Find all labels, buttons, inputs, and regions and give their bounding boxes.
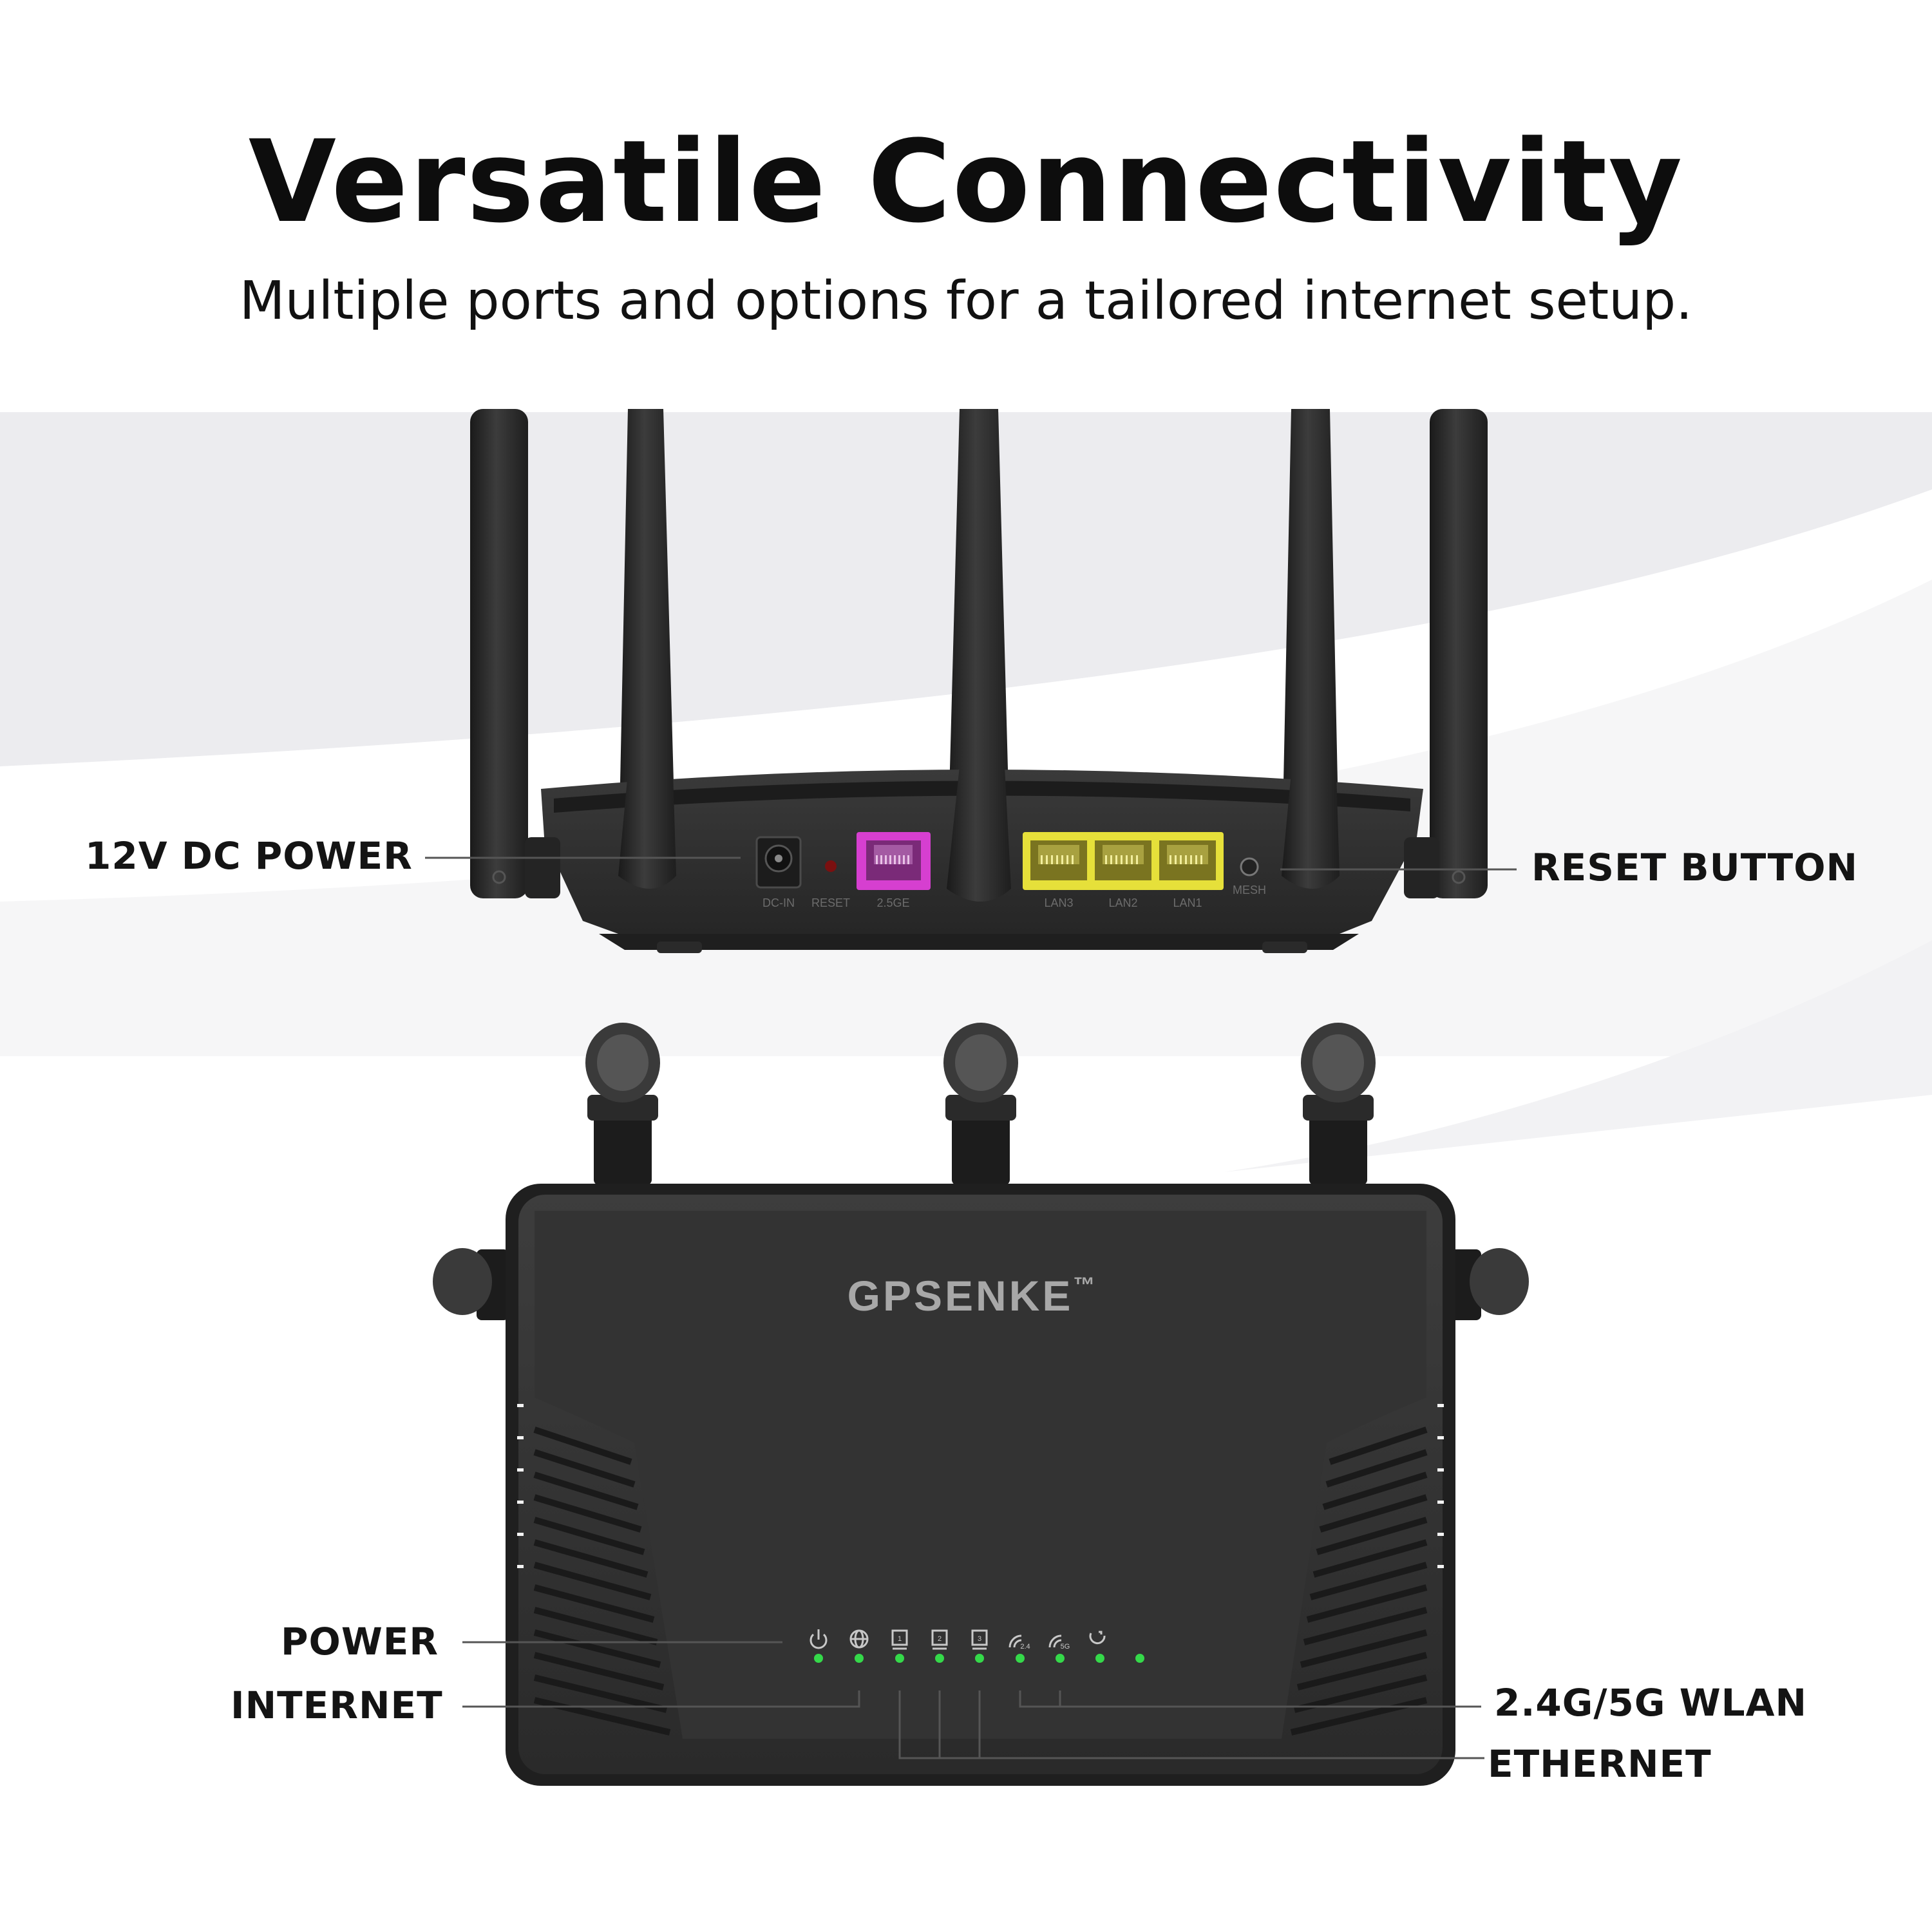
brand-logo: GPSENKE™ [848, 1272, 1098, 1320]
led-power [814, 1654, 823, 1663]
router-back-view: DC-IN RESET 2.5GE [470, 409, 1488, 953]
antenna-hinge [943, 1023, 1018, 1185]
wifi-24-icon [1009, 1634, 1022, 1648]
callout-internet: INTERNET [231, 1683, 443, 1727]
wifi-5g-label: 5G [1061, 1643, 1070, 1651]
antenna [1282, 409, 1340, 889]
mesh-button [1240, 857, 1259, 876]
led-lan-3 [975, 1654, 984, 1663]
antenna-hinge [1449, 1248, 1529, 1320]
reset-pinhole [825, 860, 837, 872]
dc-in-label: DC-IN [762, 896, 795, 909]
wifi-24-label: 2.4 [1020, 1643, 1030, 1651]
lan-3-icon-label: 3 [978, 1635, 981, 1643]
lan3-port [1030, 840, 1087, 880]
led-wifi-24 [1016, 1654, 1025, 1663]
led-extra [1135, 1654, 1144, 1663]
leader-wlan [1019, 1690, 1481, 1708]
antenna-hinge [433, 1248, 509, 1320]
lan-2-icon-label: 2 [938, 1635, 942, 1643]
antenna [618, 409, 676, 889]
vent-grille-right [1290, 1426, 1428, 1736]
lan-1-icon [891, 1629, 908, 1650]
lan-2-icon [931, 1629, 948, 1650]
led-mesh [1095, 1654, 1104, 1663]
mesh-label: MESH [1233, 884, 1266, 896]
led-wifi-5g [1056, 1654, 1065, 1663]
lan-3-icon [971, 1629, 988, 1650]
leader-lines [425, 857, 1517, 1759]
callout-power: POWER [281, 1620, 439, 1663]
page-subtitle: Multiple ports and options for a tailore… [239, 270, 1693, 332]
reset-label: RESET [811, 896, 850, 909]
led-internet [855, 1654, 864, 1663]
lan-1-icon-label: 1 [898, 1635, 902, 1643]
callout-reset-button: RESET BUTTON [1531, 846, 1859, 889]
wan-label: 2.5GE [876, 896, 909, 909]
antenna-hinge [1301, 1023, 1376, 1185]
globe-icon [849, 1629, 869, 1649]
antenna-hinge [585, 1023, 660, 1185]
lan1-port [1159, 840, 1216, 880]
wifi-5g-icon [1048, 1634, 1062, 1648]
lan2-port [1095, 840, 1151, 880]
mesh-sync-icon [1089, 1631, 1106, 1645]
callout-ethernet: ETHERNET [1488, 1742, 1712, 1786]
antenna [1430, 409, 1488, 898]
wan-2-5ge-port [857, 832, 931, 890]
page-title: Versatile Connectivity [248, 116, 1684, 248]
antenna [470, 409, 528, 898]
lan-port-group [1023, 832, 1224, 890]
router-top-view: GPSENKE™ [433, 1023, 1529, 1786]
dc-in-port [755, 836, 802, 889]
vent-grille-left [533, 1426, 671, 1736]
lan1-label: LAN1 [1173, 896, 1202, 909]
lan3-label: LAN3 [1044, 896, 1073, 909]
callout-wlan: 2.4G/5G WLAN [1494, 1681, 1808, 1725]
leader-internet [462, 1690, 860, 1708]
leader-ethernet [898, 1690, 1484, 1759]
power-icon [810, 1629, 828, 1649]
led-lan-2 [935, 1654, 944, 1663]
led-lan-1 [895, 1654, 904, 1663]
status-leds [814, 1654, 1144, 1663]
lan2-label: LAN2 [1108, 896, 1137, 909]
callout-dc-power: 12V DC POWER [85, 834, 413, 878]
indicator-icons [810, 1629, 1106, 1650]
